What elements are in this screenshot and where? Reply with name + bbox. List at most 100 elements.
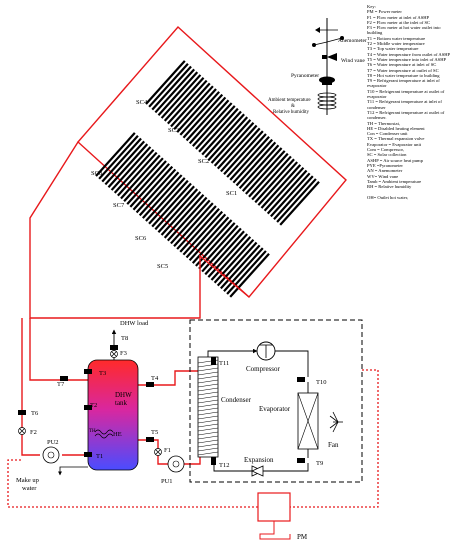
sensor-t11: [211, 357, 216, 365]
label-t4: T4: [151, 375, 159, 382]
collector-tube: [182, 93, 224, 139]
thermostat-label: TH: [89, 429, 96, 434]
legend-item: ASHP = Air source heat pump: [367, 157, 423, 163]
collector-tube: [154, 185, 195, 231]
collector-tube: [170, 199, 211, 245]
fan-icon: [329, 411, 343, 433]
collector-tube: [176, 88, 217, 133]
collector-label-sc6: SC6: [135, 235, 147, 242]
label-f2: F2: [30, 429, 37, 436]
label-t2: T2: [90, 402, 97, 409]
collector-tube: [263, 166, 305, 212]
legend-item: TX = Thermal expansion valve: [367, 136, 425, 142]
condenser-coil-line: [197, 423, 219, 428]
collector-tube: [129, 163, 170, 208]
collector-label-sc7: SC7: [113, 202, 125, 209]
condenser-body: [197, 356, 219, 458]
power-meter-box: [257, 492, 291, 522]
collector-tube: [160, 74, 202, 119]
collector-label-sc1: SC1: [226, 190, 237, 197]
collector-tube: [220, 244, 261, 290]
legend-item: T8 = Hot water temperature to building: [367, 72, 440, 78]
anemometer-icon: [312, 36, 344, 47]
collector-tube: [198, 224, 239, 270]
collector-tube: [220, 127, 261, 173]
collector-label-sc3: SC3: [168, 127, 179, 134]
dhw-tank: DHW tank TH HE: [87, 359, 139, 471]
legend-item: T4 = Water temperature from outlet of AS…: [367, 51, 451, 57]
collector-tube: [254, 158, 295, 204]
collector-tube: [145, 60, 186, 105]
collector-tube: [266, 169, 308, 215]
refrigerant-loop: [207, 348, 309, 472]
collector-tube: [104, 140, 145, 186]
pump-pu2-icon: [42, 446, 60, 464]
collector-tube: [226, 250, 267, 295]
legend-item: T11 = Refrigerant temperature at inlet o…: [367, 99, 442, 110]
condenser-label: Condenser: [221, 396, 252, 404]
condenser-coil-line: [197, 443, 219, 448]
collector-tube: [201, 227, 242, 273]
collector-tube: [148, 179, 189, 225]
collector-tube: [276, 178, 317, 223]
collector-tube: [148, 62, 189, 108]
collector-label-sc5: SC5: [157, 263, 168, 270]
legend-item: T1 = Bottom water temperature: [367, 35, 426, 41]
power-meter-lead: [259, 521, 291, 540]
sensor-t9: [297, 458, 305, 463]
condenser-coil-line: [197, 391, 219, 396]
ambient-label-line1: Ambient temperature: [268, 98, 311, 103]
collector-tube: [157, 71, 199, 116]
collector-tube: [270, 172, 311, 218]
wind-vane-body-icon: [327, 53, 337, 61]
sensor-t2: [84, 405, 92, 410]
collector-tube: [210, 236, 252, 281]
collector-tube: [204, 230, 245, 276]
collector-row-bottom: [95, 132, 270, 298]
weather-station: Anemometer Wind vane Pyranometer Ambient…: [268, 18, 367, 115]
collector-tube: [185, 213, 227, 259]
collector-tube: [207, 116, 249, 161]
condenser-coil-line: [197, 427, 219, 432]
condenser-coil-line: [197, 431, 219, 436]
label-t7: T7: [57, 381, 65, 388]
label-pu1: PU1: [161, 478, 173, 485]
flow-meters: [18, 350, 162, 456]
condenser-coil-line: [197, 435, 219, 440]
pyranometer-label: Pyranometer: [291, 73, 319, 79]
dhw-tank-body: [87, 359, 139, 471]
collector-tube: [138, 171, 180, 217]
collector-tube: [188, 99, 230, 145]
collector-tube: [273, 175, 314, 220]
sensor-t4: [146, 382, 154, 387]
legend-item: PM = Power meter: [367, 9, 402, 15]
collector-tube: [120, 154, 161, 200]
legend-item: OH= Outlet hot water,: [367, 194, 409, 200]
legend-item: T10 = Refrigerant temperature at outlet …: [367, 88, 445, 100]
condenser-coil-line: [197, 379, 219, 384]
collector-tube: [179, 208, 220, 253]
label-f1: F1: [164, 447, 171, 454]
heating-element-icon: [94, 429, 114, 439]
legend-item: T12 = Refrigerant temperature at outlet …: [367, 109, 445, 121]
collector-tube: [185, 96, 227, 142]
collector-tube: [117, 151, 158, 197]
collector-tube: [223, 247, 264, 292]
label-t1: T1: [96, 453, 103, 460]
makeup-label-line2: water: [22, 485, 37, 492]
collector-label-sc2: SC2: [198, 158, 209, 165]
legend-item: WV= Wind vane: [367, 173, 399, 179]
ambient-label-line2: &: [291, 104, 295, 109]
dhw-load-label: DHW load: [120, 320, 149, 327]
condenser-coil-line: [197, 399, 219, 404]
label-t12: T12: [219, 462, 229, 469]
collector-tube: [257, 161, 298, 206]
condenser-coil-line: [197, 383, 219, 388]
collector-tube: [232, 138, 274, 184]
tank-label-line2: tank: [115, 399, 128, 407]
collector-tube: [182, 210, 224, 256]
collector-tube: [132, 165, 174, 211]
collector-tube: [213, 238, 255, 284]
